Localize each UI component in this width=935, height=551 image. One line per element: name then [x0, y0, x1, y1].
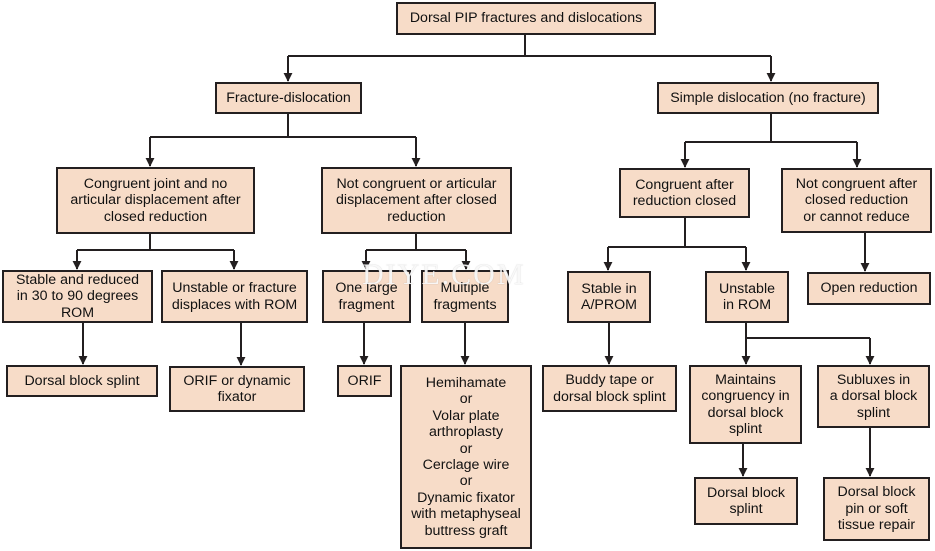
node-orif: ORIF: [337, 365, 392, 397]
node-stable-reduced: Stable and reduced in 30 to 90 degrees R…: [2, 270, 153, 323]
node-fracture-dislocation: Fracture-dislocation: [215, 82, 362, 114]
node-dorsal-block-pin: Dorsal block pin or soft tissue repair: [823, 477, 930, 541]
node-hemihamate: Hemihamate or Volar plate arthroplasty o…: [400, 365, 532, 549]
connector-root: [288, 35, 771, 57]
node-root: Dorsal PIP fractures and dislocations: [396, 2, 656, 35]
node-not-congruent-after: Not congruent after closed reduction or …: [781, 168, 932, 233]
node-dorsal-block-splint-1: Dorsal block splint: [6, 365, 158, 397]
node-congruent-after: Congruent after reduction closed: [619, 168, 750, 218]
node-unstable-fracture: Unstable or fracture displaces with ROM: [161, 270, 308, 323]
node-not-congruent-articular: Not congruent or articular displacement …: [321, 167, 512, 234]
connector-simple: [685, 114, 857, 143]
node-simple-dislocation: Simple dislocation (no fracture): [657, 82, 879, 114]
node-unstable-rom: Unstable in ROM: [705, 271, 789, 323]
node-one-large: One large fragment: [322, 270, 411, 323]
node-buddy-tape: Buddy tape or dorsal block splint: [542, 365, 677, 412]
node-congruent-joint: Congruent joint and no articular displac…: [56, 167, 255, 234]
node-dorsal-block-splint-2: Dorsal block splint: [694, 477, 798, 525]
node-orif-dynamic: ORIF or dynamic fixator: [169, 366, 305, 412]
connector-congruent-after: [608, 218, 746, 248]
node-multiple-fragments: Multiple fragments: [421, 270, 509, 323]
connector-congruent-joint: [77, 234, 234, 251]
node-subluxes: Subluxes in a dorsal block splint: [817, 365, 930, 428]
connector-fracture: [150, 114, 416, 138]
connector-not-congruent: [366, 234, 466, 251]
connector-unstable-rom: [745, 323, 870, 339]
node-stable-aprom: Stable in A/PROM: [567, 271, 651, 323]
node-open-reduction: Open reduction: [807, 272, 931, 305]
node-maintains-congruency: Maintains congruency in dorsal block spl…: [689, 365, 802, 444]
